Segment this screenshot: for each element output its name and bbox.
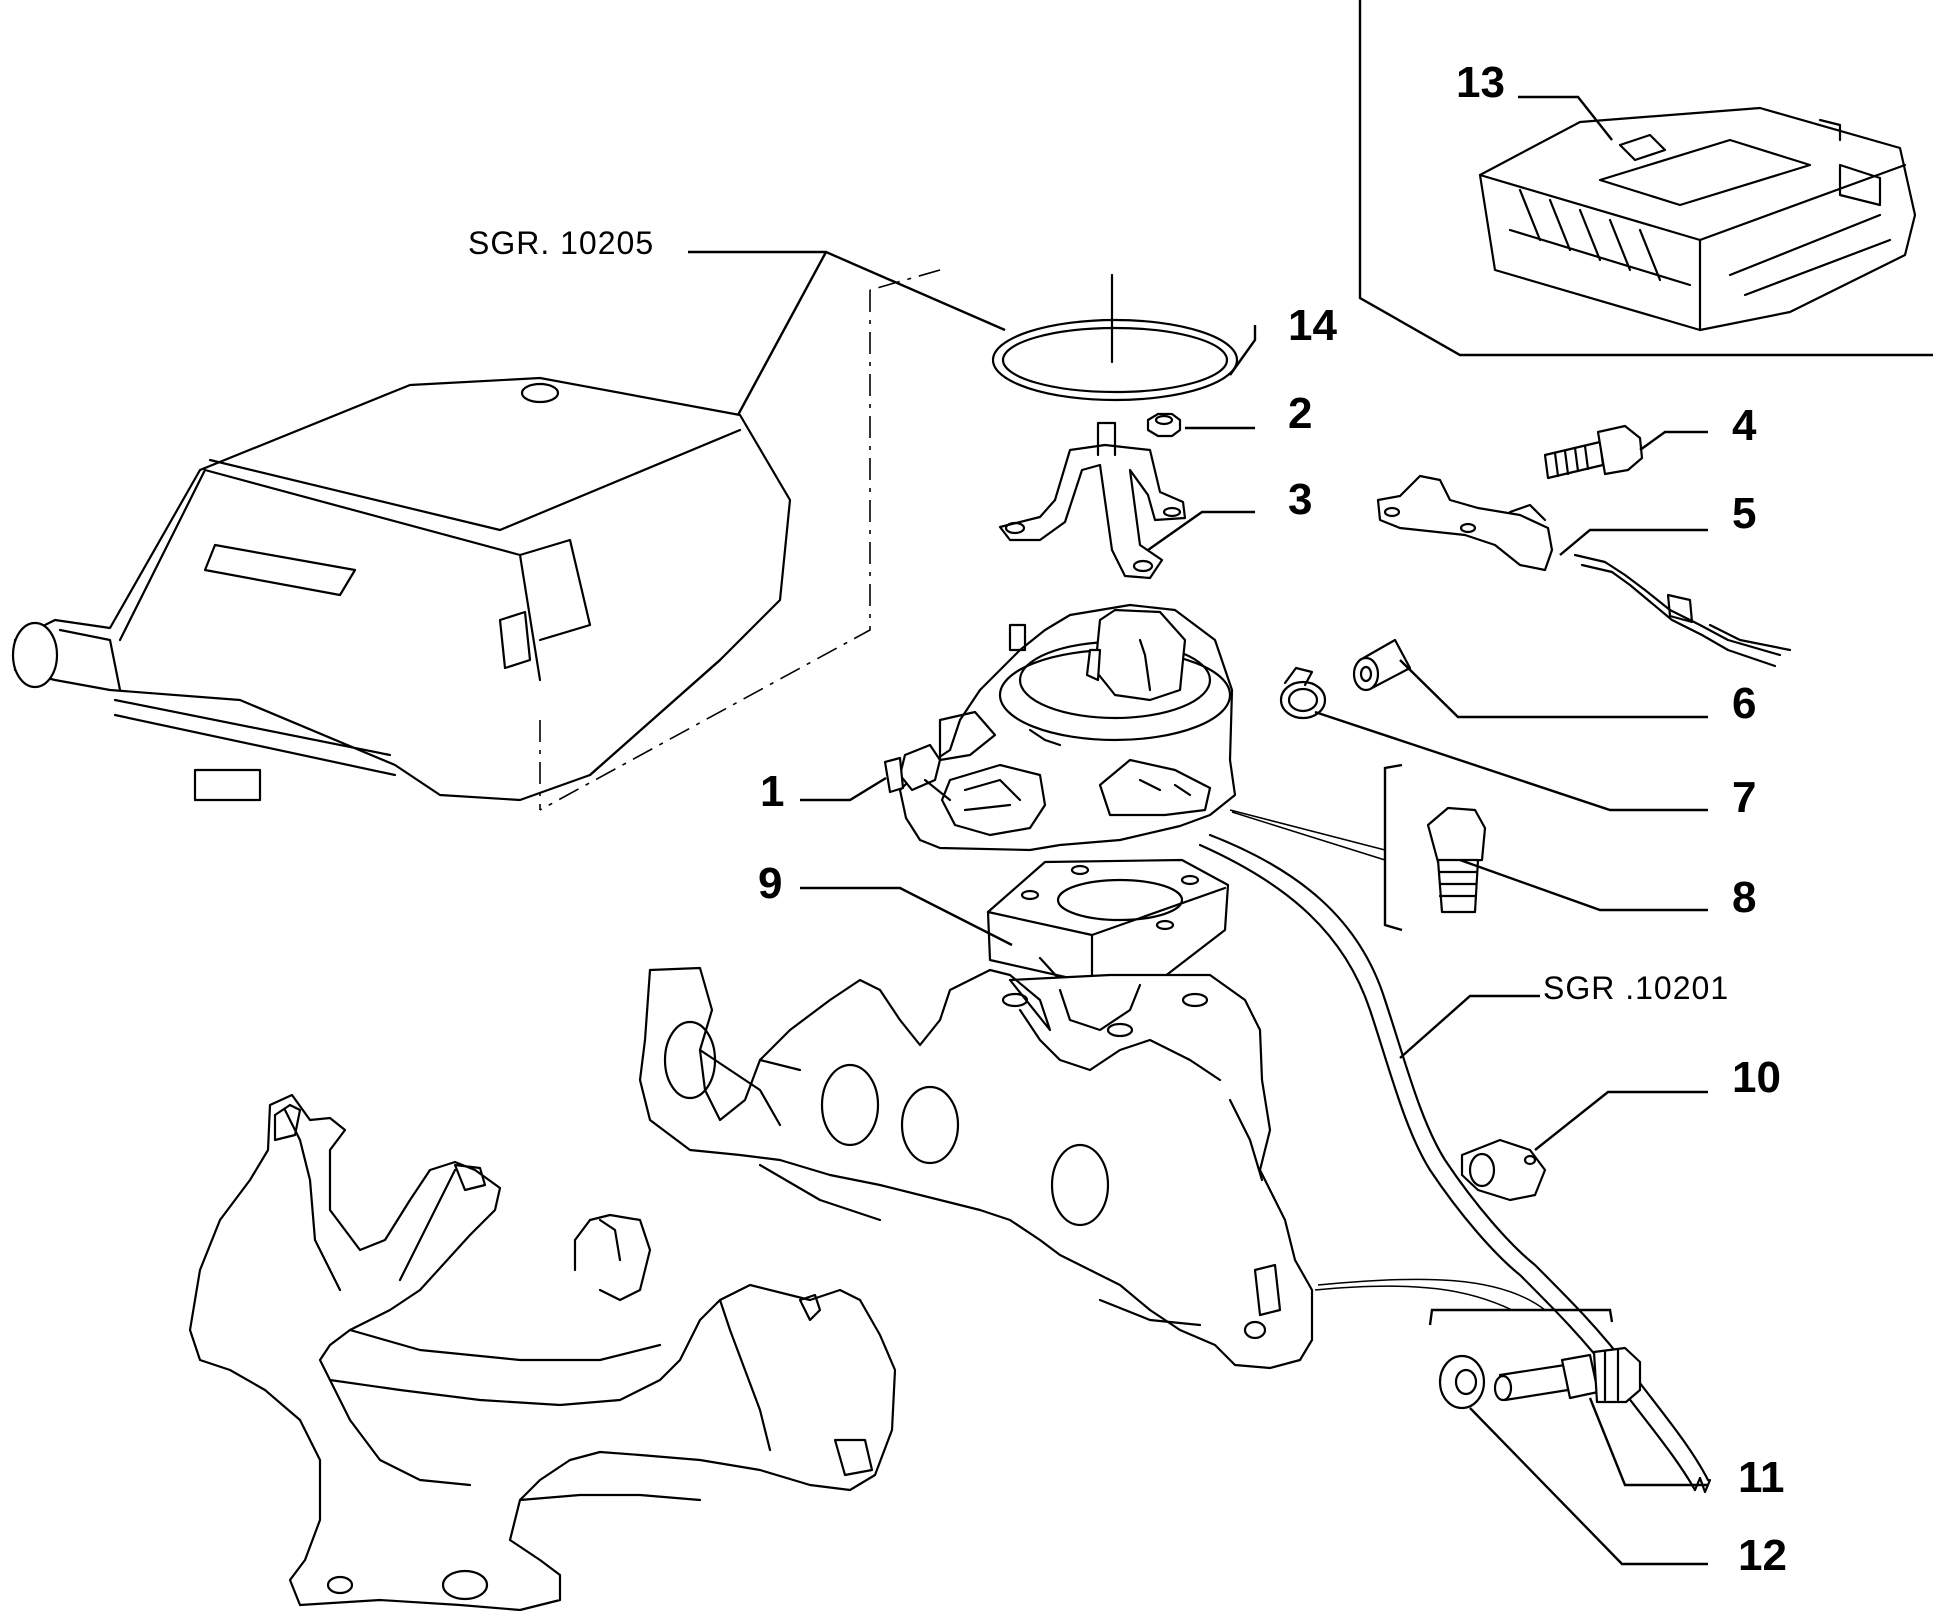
exhaust-manifold <box>188 1093 897 1612</box>
callout-label-11: 11 <box>1738 1453 1785 1502</box>
throttle-body-unit: 1 <box>760 603 1237 852</box>
temperature-sensor: 11 <box>1493 1346 1785 1502</box>
callout-label-12: 12 <box>1738 1531 1787 1580</box>
callout-label-1: 1 <box>760 767 784 816</box>
nut: 2 <box>1146 389 1312 438</box>
ref-label-sgr-10205: SGR. 10205 <box>468 225 654 261</box>
ecu-control-unit <box>1478 106 1917 332</box>
sealing-washer: 12 <box>1438 1354 1787 1580</box>
callout-label-7: 7 <box>1732 773 1756 822</box>
callout-label-10: 10 <box>1732 1053 1781 1102</box>
callout-label-8: 8 <box>1732 873 1756 922</box>
ref-sgr-10205: SGR. 10205 <box>468 225 1006 416</box>
group-bracket-8 <box>1229 763 1403 932</box>
ecu-inset-panel <box>1358 0 1933 357</box>
screw: 8 <box>1426 806 1756 922</box>
ref-label-sgr-10201: SGR .10201 <box>1543 970 1729 1006</box>
callout-label-14: 14 <box>1288 301 1337 350</box>
rubber-sleeve: 6 <box>1352 638 1756 728</box>
callout-label-3: 3 <box>1288 475 1312 524</box>
group-bracket-11-12 <box>1314 1278 1614 1326</box>
callout-14: 14 <box>1229 301 1337 376</box>
spacer-block: 9 <box>758 858 1230 1002</box>
support-bracket: 3 <box>998 421 1312 580</box>
air-filter-dash-lines <box>539 269 941 811</box>
callout-label-5: 5 <box>1732 489 1756 538</box>
hose-clamp: 7 <box>1279 666 1756 822</box>
callout-label-6: 6 <box>1732 679 1756 728</box>
callout-label-4: 4 <box>1732 401 1757 450</box>
callout-label-13: 13 <box>1456 58 1505 107</box>
callout-label-2: 2 <box>1288 389 1312 438</box>
callout-label-9: 9 <box>758 859 782 908</box>
intake-manifold <box>638 966 1314 1370</box>
throttle-linkage-bracket: 5 <box>1376 474 1792 668</box>
air-filter-housing <box>11 376 792 802</box>
harness-clip: 10 <box>1460 1053 1781 1202</box>
callout-13: 13 <box>1456 58 1613 141</box>
bolt: 4 <box>1543 401 1757 480</box>
o-ring-gasket <box>991 273 1239 402</box>
